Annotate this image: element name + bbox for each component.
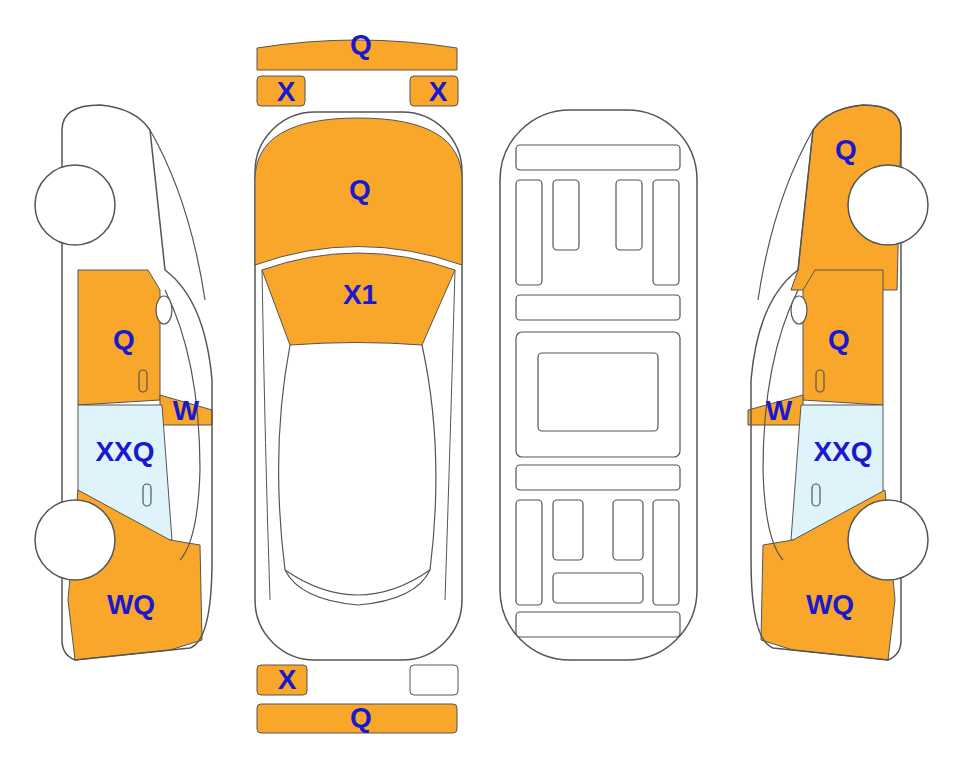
damage-code: Q [349,176,371,204]
damage-code: X1 [343,281,377,309]
damage-code: X [277,78,296,106]
damage-code: Q [350,31,372,59]
damage-code: X [429,78,448,106]
damage-code: XXQ [813,438,872,466]
damage-code: Q [113,326,135,354]
damage-code: W [766,397,792,425]
damage-code: W [173,397,199,425]
damage-code: X [278,666,297,694]
damage-code: Q [835,136,857,164]
damage-code: XXQ [95,438,154,466]
damage-code: Q [350,704,372,732]
damage-code: WQ [107,591,155,619]
damage-code: WQ [806,591,854,619]
damage-code: Q [828,326,850,354]
